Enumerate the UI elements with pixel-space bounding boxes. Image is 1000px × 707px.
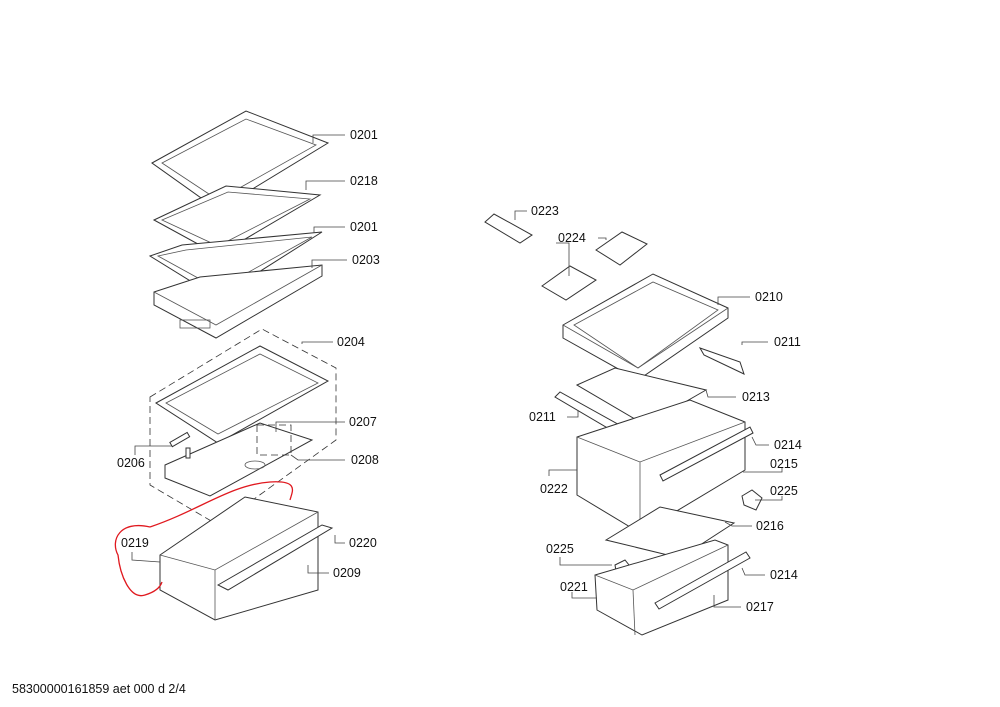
label-0221[interactable]: 0221 <box>560 580 588 594</box>
label-0225-right[interactable]: 0225 <box>770 484 798 498</box>
shelf-0204 <box>155 345 330 444</box>
label-0214-upper[interactable]: 0214 <box>774 438 802 452</box>
label-0207[interactable]: 0207 <box>349 415 377 429</box>
label-0203[interactable]: 0203 <box>352 253 380 267</box>
label-0219[interactable]: 0219 <box>121 536 149 550</box>
label-0210[interactable]: 0210 <box>755 290 783 304</box>
label-0211-right[interactable]: 0211 <box>774 335 801 349</box>
part-0208-dashed-box <box>256 424 292 456</box>
label-0218[interactable]: 0218 <box>350 174 378 188</box>
label-0206[interactable]: 0206 <box>117 456 145 470</box>
label-0214-lower[interactable]: 0214 <box>770 568 798 582</box>
label-0224[interactable]: 0224 <box>558 231 586 245</box>
ice-tray-0223 <box>484 213 533 244</box>
drawer-0222 <box>576 399 754 534</box>
label-0201-mid[interactable]: 0201 <box>350 220 378 234</box>
glass-plate-0216 <box>604 506 736 559</box>
label-0209[interactable]: 0209 <box>333 566 361 580</box>
label-0217[interactable]: 0217 <box>746 600 774 614</box>
label-0222[interactable]: 0222 <box>540 482 568 496</box>
leader-lines-left <box>131 134 347 574</box>
leader-lines-right <box>514 210 783 608</box>
rail-0211-right <box>698 347 745 375</box>
tray-0210 <box>562 273 729 381</box>
cover-plate-0207 <box>164 422 314 497</box>
cold-pack-0224-a <box>595 231 648 266</box>
label-0225-left[interactable]: 0225 <box>546 542 574 556</box>
label-0220[interactable]: 0220 <box>349 536 377 550</box>
label-0208[interactable]: 0208 <box>351 453 379 467</box>
document-footer-id: 58300000161859 aet 000 d 2/4 <box>12 682 186 696</box>
shelf-frame-0203 <box>153 264 323 339</box>
cold-pack-0224-b <box>541 265 597 301</box>
label-0204[interactable]: 0204 <box>337 335 365 349</box>
part-0206 <box>169 431 191 459</box>
drawer-0219 <box>159 496 334 621</box>
label-0223[interactable]: 0223 <box>531 204 559 218</box>
label-0215[interactable]: 0215 <box>770 457 798 471</box>
drawer-0221 <box>594 539 751 636</box>
label-0213[interactable]: 0213 <box>742 390 770 404</box>
glass-shelf-0201-top <box>151 110 330 211</box>
red-annotation-circle <box>114 481 294 597</box>
label-0201-top[interactable]: 0201 <box>350 128 378 142</box>
clip-0225-right <box>741 489 763 511</box>
label-0216[interactable]: 0216 <box>756 519 784 533</box>
label-0211-left[interactable]: 0211 <box>529 410 556 424</box>
assembly-0204-dashed-outline <box>149 328 337 526</box>
